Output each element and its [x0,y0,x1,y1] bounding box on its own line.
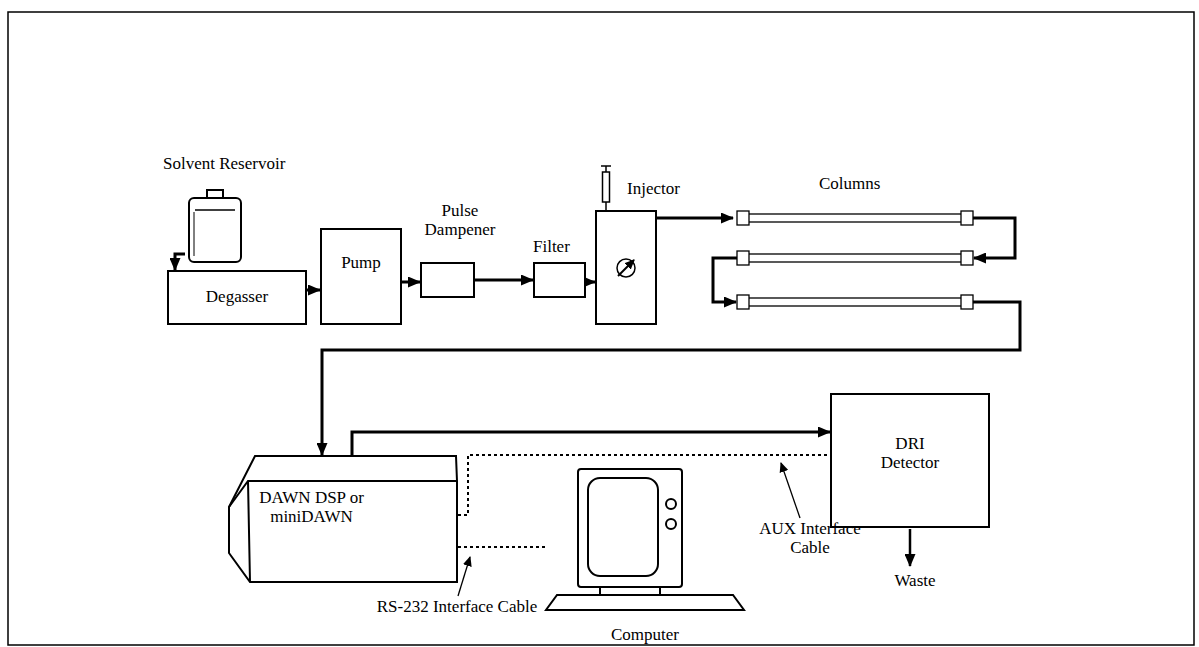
flow-line [352,432,830,455]
injector-outline [596,211,656,324]
column-bank: Columns [733,205,1025,315]
flow-line [657,217,733,220]
process-box: Degasser [167,270,307,325]
node-label: Degasser [206,288,268,307]
computer-outline [546,469,744,610]
waste-arrow [909,529,912,566]
node-label: Computer [590,626,700,645]
node-label: Pump [341,254,381,273]
columns-outline [713,211,1020,315]
computer: Computer [545,468,745,613]
bottle-outline [189,190,241,262]
syringe-symbol [601,166,611,210]
solvent-reservoir: Solvent Reservoir [185,190,245,262]
solvent-reservoir-drawing [185,190,245,262]
injector-box: Injector [595,210,657,325]
node-label: Solvent Reservoir [163,155,285,174]
cable-label: AUX Interface Cable [745,520,875,557]
dawn-outline [229,456,457,582]
flow-line [475,279,533,282]
frame [8,12,1194,645]
output-label: Waste [885,572,945,591]
cable-label: RS-232 Interface Cable [362,598,552,617]
detector-box: DRI Detector [830,393,990,528]
node-label: DRI Detector [870,435,950,472]
column-bank-drawing [733,205,1025,315]
flow-line [586,281,595,284]
interface-cable [458,546,545,548]
node-label: Injector [627,180,680,199]
flow-line [175,254,185,270]
node-label: Pulse Dampener [414,202,506,239]
node-label: Columns [819,175,880,194]
injector-box-drawing [595,210,657,325]
process-box: Pulse Dampener [420,262,475,298]
computer-drawing [545,468,745,613]
flow-line [402,281,420,284]
process-box: Filter [533,262,586,298]
leader-line [458,557,470,596]
leader-line [781,463,800,518]
flow-line [307,289,320,292]
detector-instrument: DAWN DSP or miniDAWN [228,455,458,583]
node-label: Filter [533,238,570,257]
node-label: DAWN DSP or miniDAWN [254,489,369,526]
process-box: Pump [320,228,402,325]
